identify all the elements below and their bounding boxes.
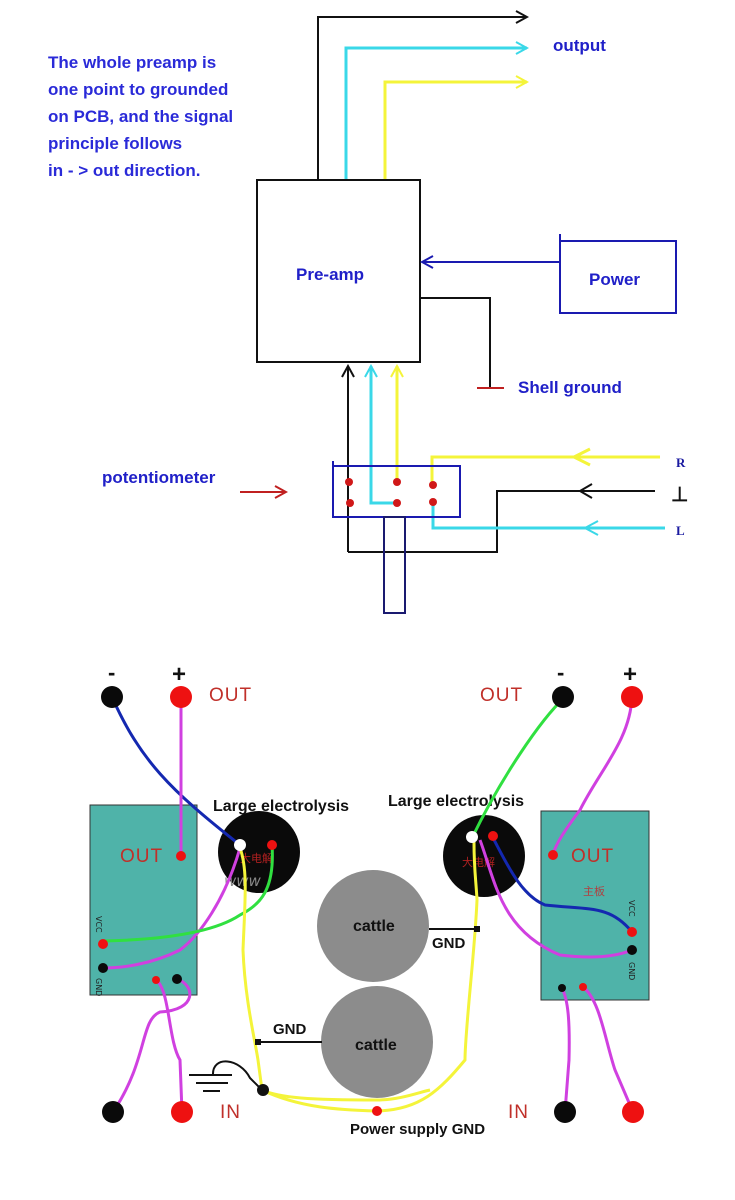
power-box xyxy=(559,234,677,314)
right-plus-sign: + xyxy=(623,661,637,688)
preamp-label: Pre-amp xyxy=(296,265,364,284)
right-input-signal-pin xyxy=(579,983,587,991)
right-capacitor-label: Large electrolysis xyxy=(388,793,524,810)
note-line: principle follows xyxy=(48,134,182,153)
right-board-out-label: OUT xyxy=(571,846,614,867)
output-wire-left xyxy=(344,48,527,180)
power-supply-gnd-label: Power supply GND xyxy=(350,1121,485,1138)
wire-blue-left xyxy=(110,696,241,847)
right-out-label: OUT xyxy=(480,685,523,706)
right-gnd-pin-label: GND xyxy=(627,962,636,980)
resistor-squiggle: www xyxy=(224,872,262,890)
note-line: The whole preamp is xyxy=(48,53,216,72)
left-out-minus-terminal xyxy=(101,686,123,708)
left-input-signal-pin xyxy=(152,976,160,984)
cattle-capacitor-bottom xyxy=(321,986,433,1098)
input-left-label: L xyxy=(676,523,685,538)
left-in-label: IN xyxy=(220,1102,241,1123)
cattle-capacitor-top xyxy=(317,870,429,982)
left-cap-positive-pin xyxy=(267,840,277,850)
left-vcc-label: VCC xyxy=(94,916,103,933)
cattle-label-bottom: cattle xyxy=(355,1037,397,1054)
wire-magenta-right-in-1 xyxy=(560,987,571,1113)
right-out-minus-terminal xyxy=(552,686,574,708)
input-ground-wire xyxy=(348,490,655,553)
wire-yellow-left-2 xyxy=(261,1088,431,1102)
right-gnd-pin xyxy=(627,945,637,955)
output-wire-ground xyxy=(317,17,527,180)
wire-yellow-left xyxy=(238,847,378,1113)
wire-magenta-right-out xyxy=(551,696,634,856)
note-line: one point to grounded xyxy=(48,80,228,99)
right-in-ground-terminal xyxy=(554,1101,576,1123)
cattle-label-top: cattle xyxy=(353,918,395,935)
wire-green-left-vcc xyxy=(102,844,274,943)
left-gnd-pin-label: GND xyxy=(94,978,103,996)
right-vcc-label: VCC xyxy=(627,900,636,917)
right-vcc-pin xyxy=(627,927,637,937)
shell-ground-label: Shell ground xyxy=(518,378,622,397)
input-left-wire xyxy=(431,503,665,530)
input-left-arrow xyxy=(582,520,599,536)
shell-ground-wire xyxy=(420,297,491,388)
right-in-signal-terminal xyxy=(622,1101,644,1123)
gnd-junction xyxy=(474,926,480,932)
left-electrolytic-capacitor xyxy=(218,811,300,893)
left-cap-negative-pin xyxy=(234,839,246,851)
wire-magenta-left-in-2 xyxy=(154,978,184,1113)
wire-magenta-right-gnd xyxy=(478,839,633,959)
right-out-plus-terminal xyxy=(621,686,643,708)
gnd-junction xyxy=(255,1039,261,1045)
note-line: in - > out direction. xyxy=(48,161,201,180)
potentiometer-label: potentiometer xyxy=(102,468,216,487)
gnd-label-top: GND xyxy=(432,935,466,952)
preamp-box xyxy=(256,179,421,363)
pot-left-wire xyxy=(371,366,397,505)
ground-junction xyxy=(257,1084,269,1096)
right-in-label: IN xyxy=(508,1102,529,1123)
power-supply-gnd-point xyxy=(372,1106,382,1116)
note-line: on PCB, and the signal xyxy=(48,107,233,126)
input-right-arrow xyxy=(570,447,591,467)
right-minus-sign: - xyxy=(557,660,564,685)
output-label: output xyxy=(553,36,606,55)
left-capacitor-label: Large electrolysis xyxy=(213,798,349,815)
power-label: Power xyxy=(589,270,640,289)
input-ground-label: ⊥ xyxy=(671,484,688,506)
wire-magenta-left-in-1 xyxy=(111,977,192,1113)
left-gnd-pin xyxy=(98,963,108,973)
input-right-label: R xyxy=(676,455,686,470)
left-plus-sign: + xyxy=(172,661,186,688)
left-in-signal-terminal xyxy=(171,1101,193,1123)
wire-magenta-left-gnd xyxy=(102,847,242,970)
potentiometer xyxy=(332,461,461,614)
left-board-out-label: OUT xyxy=(120,846,163,867)
right-cap-negative-pin xyxy=(466,831,478,843)
wire-yellow-right xyxy=(376,841,479,1113)
wire-blue-right-vcc xyxy=(490,835,634,933)
left-input-gnd-pin xyxy=(172,974,182,984)
right-cap-positive-pin xyxy=(488,831,498,841)
gnd-label-bottom: GND xyxy=(273,1021,307,1038)
right-board-out-pin xyxy=(548,850,558,860)
left-minus-sign: - xyxy=(108,660,115,685)
input-ground-arrow xyxy=(578,483,593,499)
left-vcc-pin xyxy=(98,939,108,949)
right-input-gnd-pin xyxy=(558,984,566,992)
left-out-label: OUT xyxy=(209,685,252,706)
wire-green-right xyxy=(470,695,567,839)
left-out-plus-terminal xyxy=(170,686,192,708)
preamp-note: The whole preamp is one point to grounde… xyxy=(48,53,233,180)
right-board-chinese-label: 主板 xyxy=(583,884,605,898)
left-in-ground-terminal xyxy=(102,1101,124,1123)
earth-ground-icon xyxy=(189,1060,263,1092)
left-capacitor-chinese-label: 大电解 xyxy=(240,851,273,865)
wire-magenta-right-in-2 xyxy=(581,985,635,1113)
input-right-wire xyxy=(430,455,660,484)
output-wire-right xyxy=(383,82,527,180)
left-board-out-pin xyxy=(176,851,186,861)
